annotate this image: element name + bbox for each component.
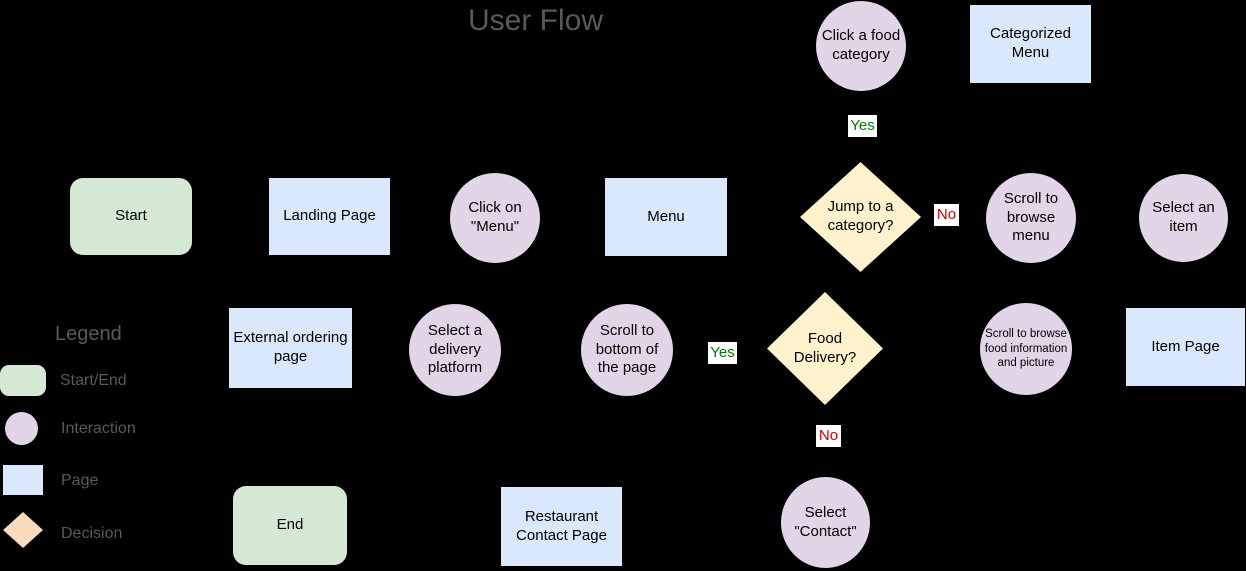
edge-label-no-jump-to-category: No [934,204,959,226]
flow-node-landing-page: Landing Page [269,178,390,255]
flow-node-start: Start [70,178,192,255]
flow-node-click-on-menu: Click on "Menu" [450,173,540,263]
legend-swatch-page [3,465,43,495]
legend-label-page: Page [61,472,99,489]
flow-node-external-ordering-page: External ordering page [229,308,352,388]
legend-swatch-decision [3,512,43,548]
flow-node-select-contact: Select "Contact" [781,477,870,568]
flow-node-select-an-item: Select an item [1139,174,1228,262]
flow-node-item-page: Item Page [1126,308,1245,386]
flow-node-scroll-browse-food-info: Scroll to browse food information and pi… [980,303,1072,395]
flow-node-jump-to-category: Jump to a category? [800,162,921,272]
flow-node-click-food-category: Click a food category [816,1,906,91]
edge-label-yes-jump-to-category: Yes [848,115,877,137]
flow-node-categorized-menu: Categorized Menu [970,5,1091,83]
flow-node-end: End [233,486,347,565]
flow-node-select-delivery-platform: Select a delivery platform [409,304,501,396]
legend-label-decision: Decision [61,525,123,542]
flow-node-food-delivery: Food Delivery? [767,292,883,405]
legend-swatch-start-end [0,365,46,396]
flow-node-scroll-to-bottom-of-page: Scroll to bottom of the page [581,304,673,396]
flow-node-scroll-to-browse-menu: Scroll to browse menu [986,173,1076,263]
legend-label-interaction: Interaction [61,420,136,437]
legend-label-start-end: Start/End [60,372,127,389]
diagram-title: User Flow [468,4,604,37]
flow-node-menu: Menu [605,178,727,256]
edge-label-yes-food-delivery: Yes [708,342,737,364]
edge-label-no-food-delivery: No [816,425,841,447]
flow-node-restaurant-contact-page: Restaurant Contact Page [501,487,622,566]
legend-title: Legend [55,323,122,345]
legend-swatch-interaction [5,412,38,445]
